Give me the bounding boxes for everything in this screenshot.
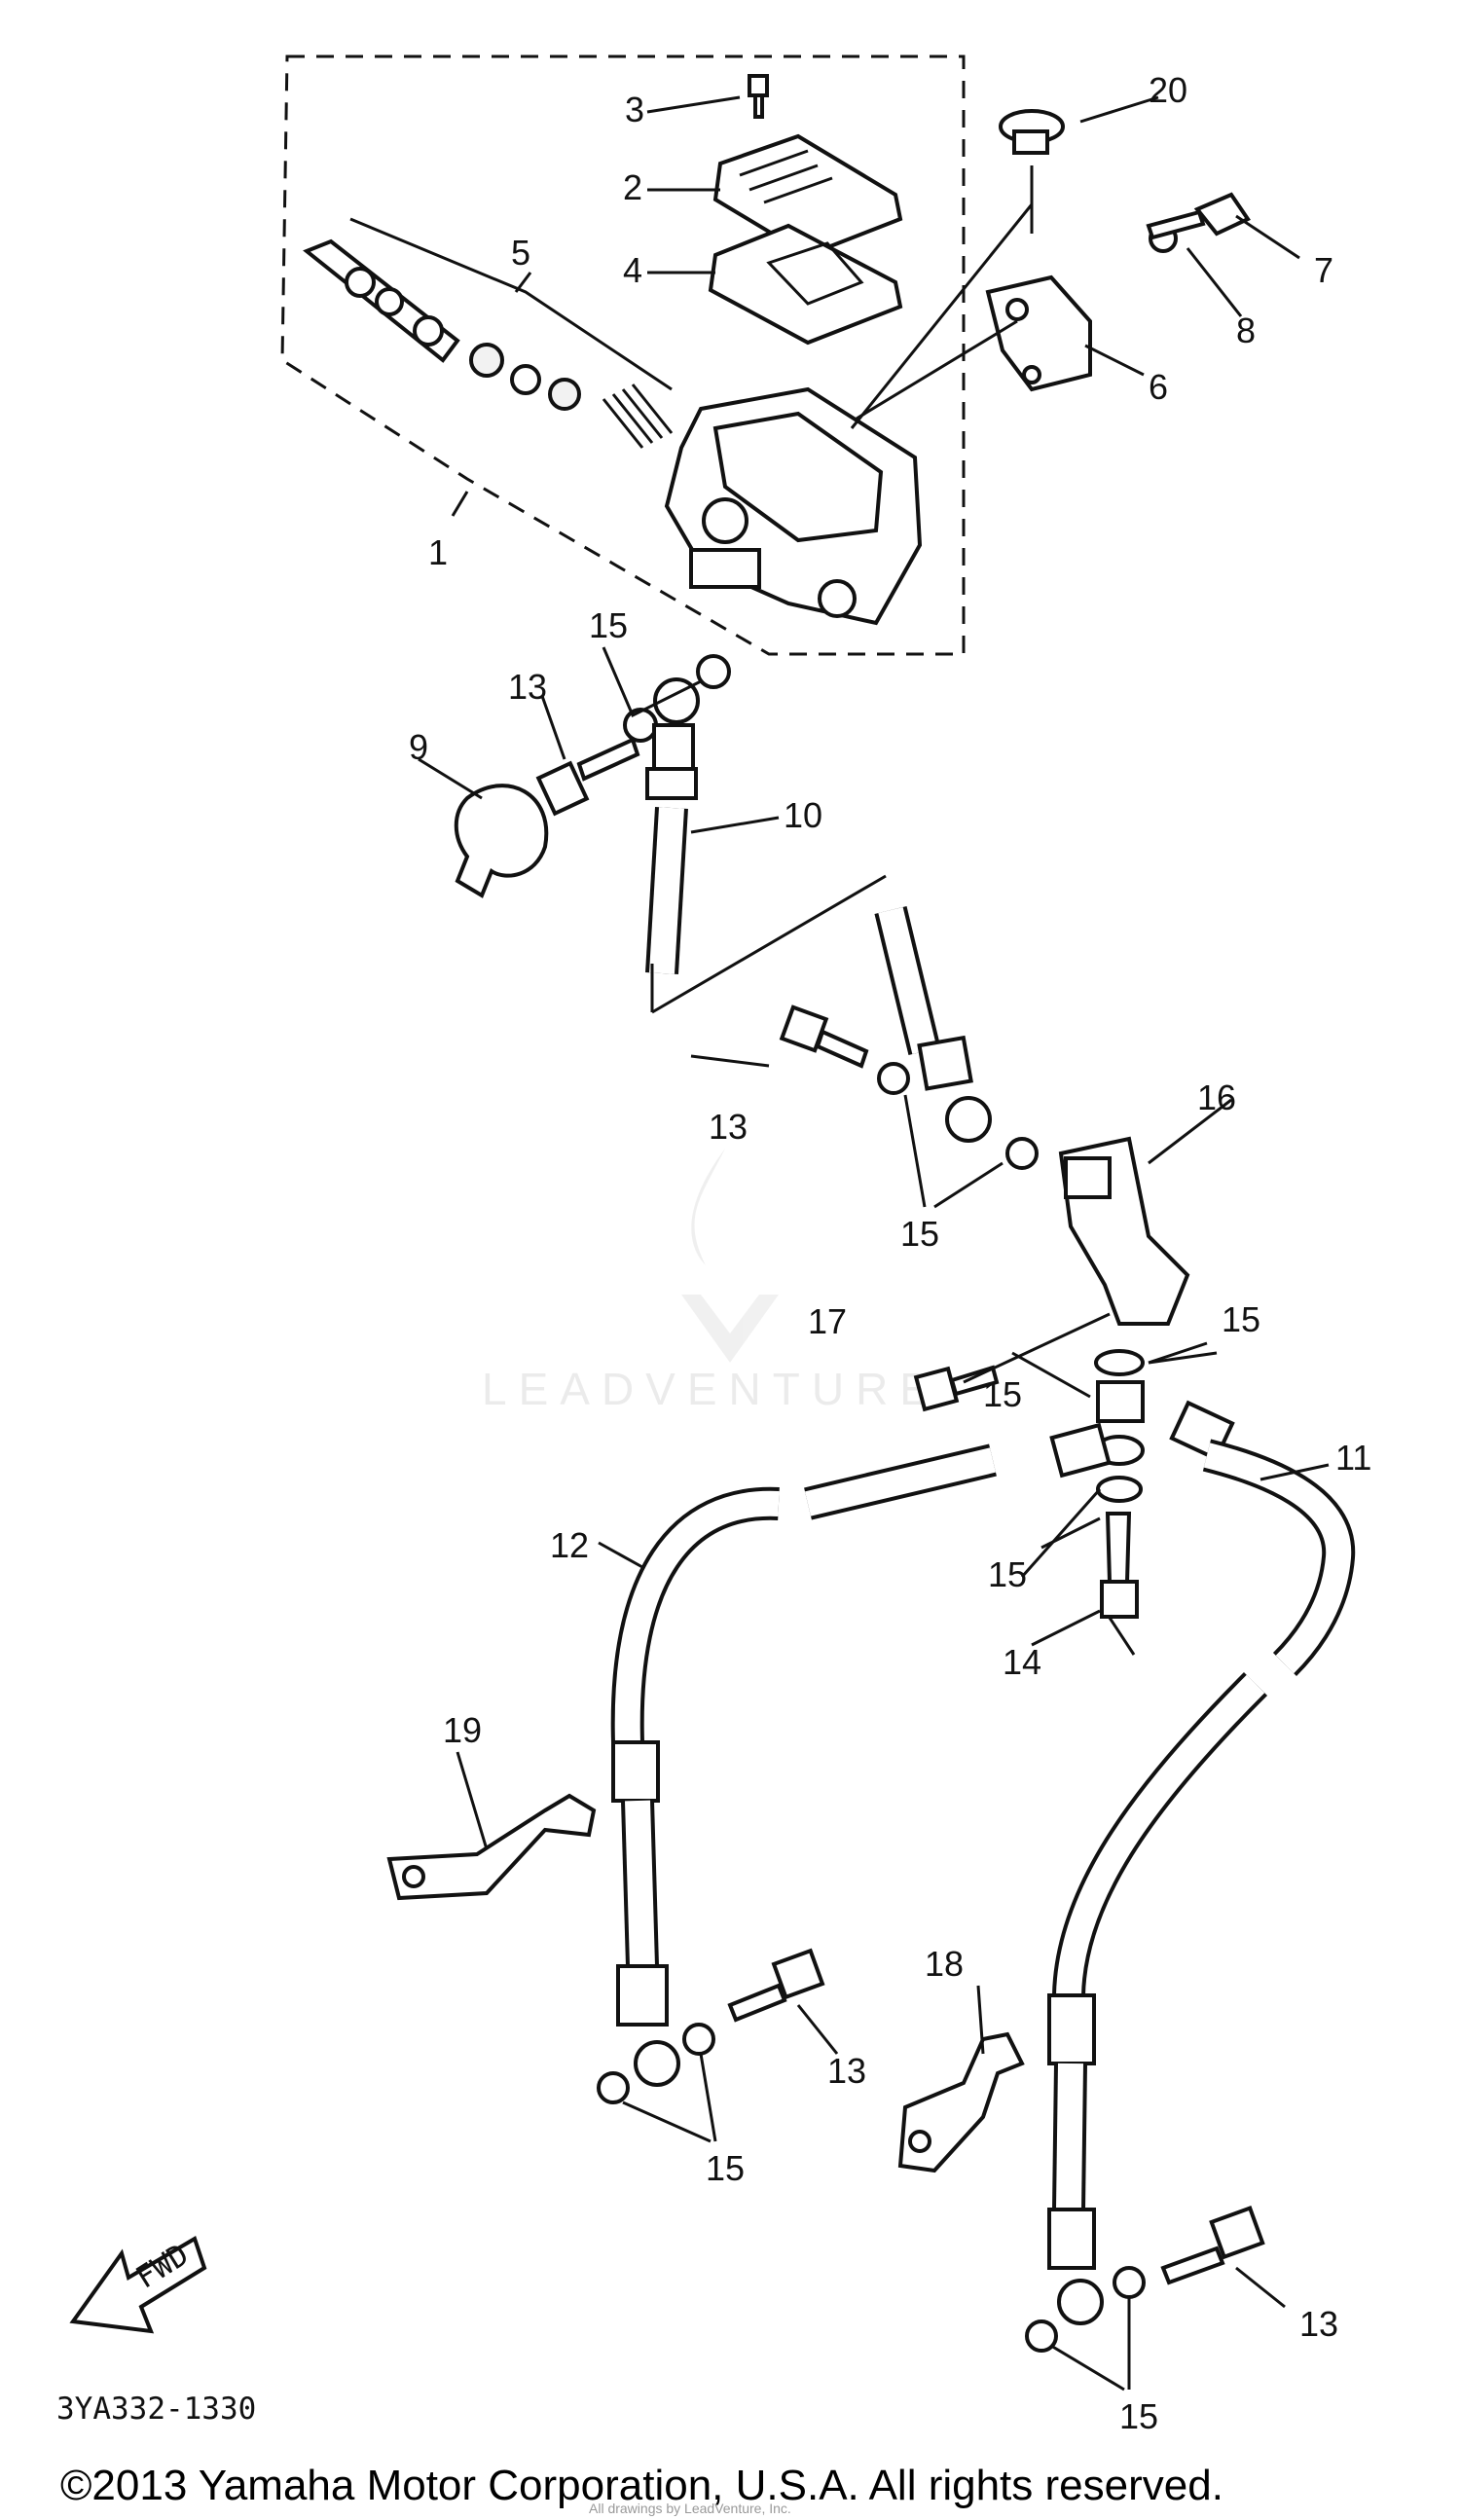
copper-washer (1005, 1137, 1039, 1170)
brake-hose-lower-fitting (917, 1035, 992, 1143)
callout-10: 10 (784, 795, 822, 835)
copper-washer (696, 654, 731, 689)
copper-washer (623, 708, 658, 743)
reservoir-plug (999, 109, 1065, 155)
callout-13-left: 13 (827, 2051, 866, 2091)
callout-15-left: 15 (706, 2148, 745, 2188)
copper-washer (597, 2071, 630, 2104)
callout-13-upper: 13 (508, 667, 547, 707)
holder-bolt (1146, 192, 1251, 240)
callout-4: 4 (623, 250, 642, 290)
callout-12: 12 (550, 1525, 589, 1565)
leaders-right-bottom (1050, 2266, 1286, 2392)
hose-11-fitting (1047, 2208, 1104, 2325)
reservoir-cap (712, 133, 903, 258)
joint-bolt (913, 1365, 1000, 1412)
callout-7: 7 (1314, 250, 1333, 290)
piston-kit (303, 217, 674, 449)
callout-14: 14 (1003, 1642, 1041, 1682)
hose-11-grommet (1047, 1993, 1096, 2065)
union-bolt-middle (779, 1004, 869, 1069)
union-bolt-upper (535, 737, 640, 817)
callout-16: 16 (1197, 1077, 1236, 1117)
banjo-protector (454, 784, 549, 898)
leader-holder (856, 319, 1018, 420)
callout-2: 2 (623, 167, 642, 207)
brake-hose-joint (1058, 1136, 1190, 1326)
callout-leaders (418, 95, 1330, 1656)
copyright-notice: ©2013 Yamaha Motor Corporation, U.S.A. A… (60, 2462, 1223, 2509)
master-cylinder-group-outline (280, 55, 966, 656)
callout-11: 11 (1335, 1438, 1371, 1478)
callout-15-joint-bottom: 15 (988, 1554, 1027, 1594)
copper-washer (1025, 2319, 1058, 2353)
callout-15-upper: 15 (589, 605, 628, 645)
leader-joint-bolt (963, 1312, 1111, 1384)
hose-bracket-19 (386, 1793, 597, 1901)
callout-17: 17 (808, 1301, 847, 1341)
master-cylinder-holder (985, 274, 1092, 392)
union-bolt-left (727, 1948, 825, 2023)
watermark-text: LEADVENTURE (482, 1364, 941, 1414)
callout-15-right: 15 (1119, 2396, 1158, 2436)
hose-12-grommet (611, 1740, 660, 1803)
leaders-joint (1011, 1341, 1208, 1647)
callout-9: 9 (409, 727, 428, 767)
leader-plug (850, 203, 1034, 429)
callout-15-middle: 15 (900, 1214, 939, 1254)
cap-screw (748, 74, 769, 119)
callout-5: 5 (511, 233, 530, 273)
leaders-left-bottom (622, 2004, 839, 2143)
callout-13-right: 13 (1299, 2304, 1338, 2344)
callout-20: 20 (1149, 70, 1187, 110)
hose-continuation-line (650, 874, 887, 1014)
diagram-code: 3YA332-1330 (56, 2392, 256, 2427)
callout-8: 8 (1236, 310, 1256, 350)
callout-15-joint-left: 15 (983, 1374, 1022, 1414)
callout-3: 3 (625, 90, 644, 129)
master-cylinder-body (664, 386, 923, 626)
hose-12-fitting (616, 1964, 680, 2087)
callout-13-middle: 13 (709, 1107, 748, 1147)
callout-6: 6 (1149, 367, 1168, 407)
copper-washer (682, 2023, 715, 2056)
copper-washer (1113, 2266, 1146, 2299)
brake-hose-upper-fitting (645, 677, 700, 800)
leader-15-mid (903, 1094, 1004, 1209)
forward-arrow-icon: FWD (69, 2236, 207, 2334)
union-bolt-vertical (1100, 1512, 1139, 1619)
callout-19: 19 (443, 1710, 482, 1750)
callout-15-joint-top: 15 (1222, 1299, 1260, 1339)
three-way-joint (1049, 1349, 1235, 1503)
fine-print: All drawings by LeadVenture, Inc. (589, 2501, 791, 2516)
watermark-logo: LEADVENTURE (482, 1149, 941, 1414)
copper-washer (877, 1062, 910, 1095)
diaphragm (708, 223, 903, 346)
callout-1: 1 (428, 532, 448, 572)
callout-18: 18 (925, 1944, 964, 1984)
union-bolt-right (1160, 2206, 1265, 2285)
leaders-brackets (456, 1751, 985, 2055)
hose-bracket-18 (897, 2031, 1025, 2173)
